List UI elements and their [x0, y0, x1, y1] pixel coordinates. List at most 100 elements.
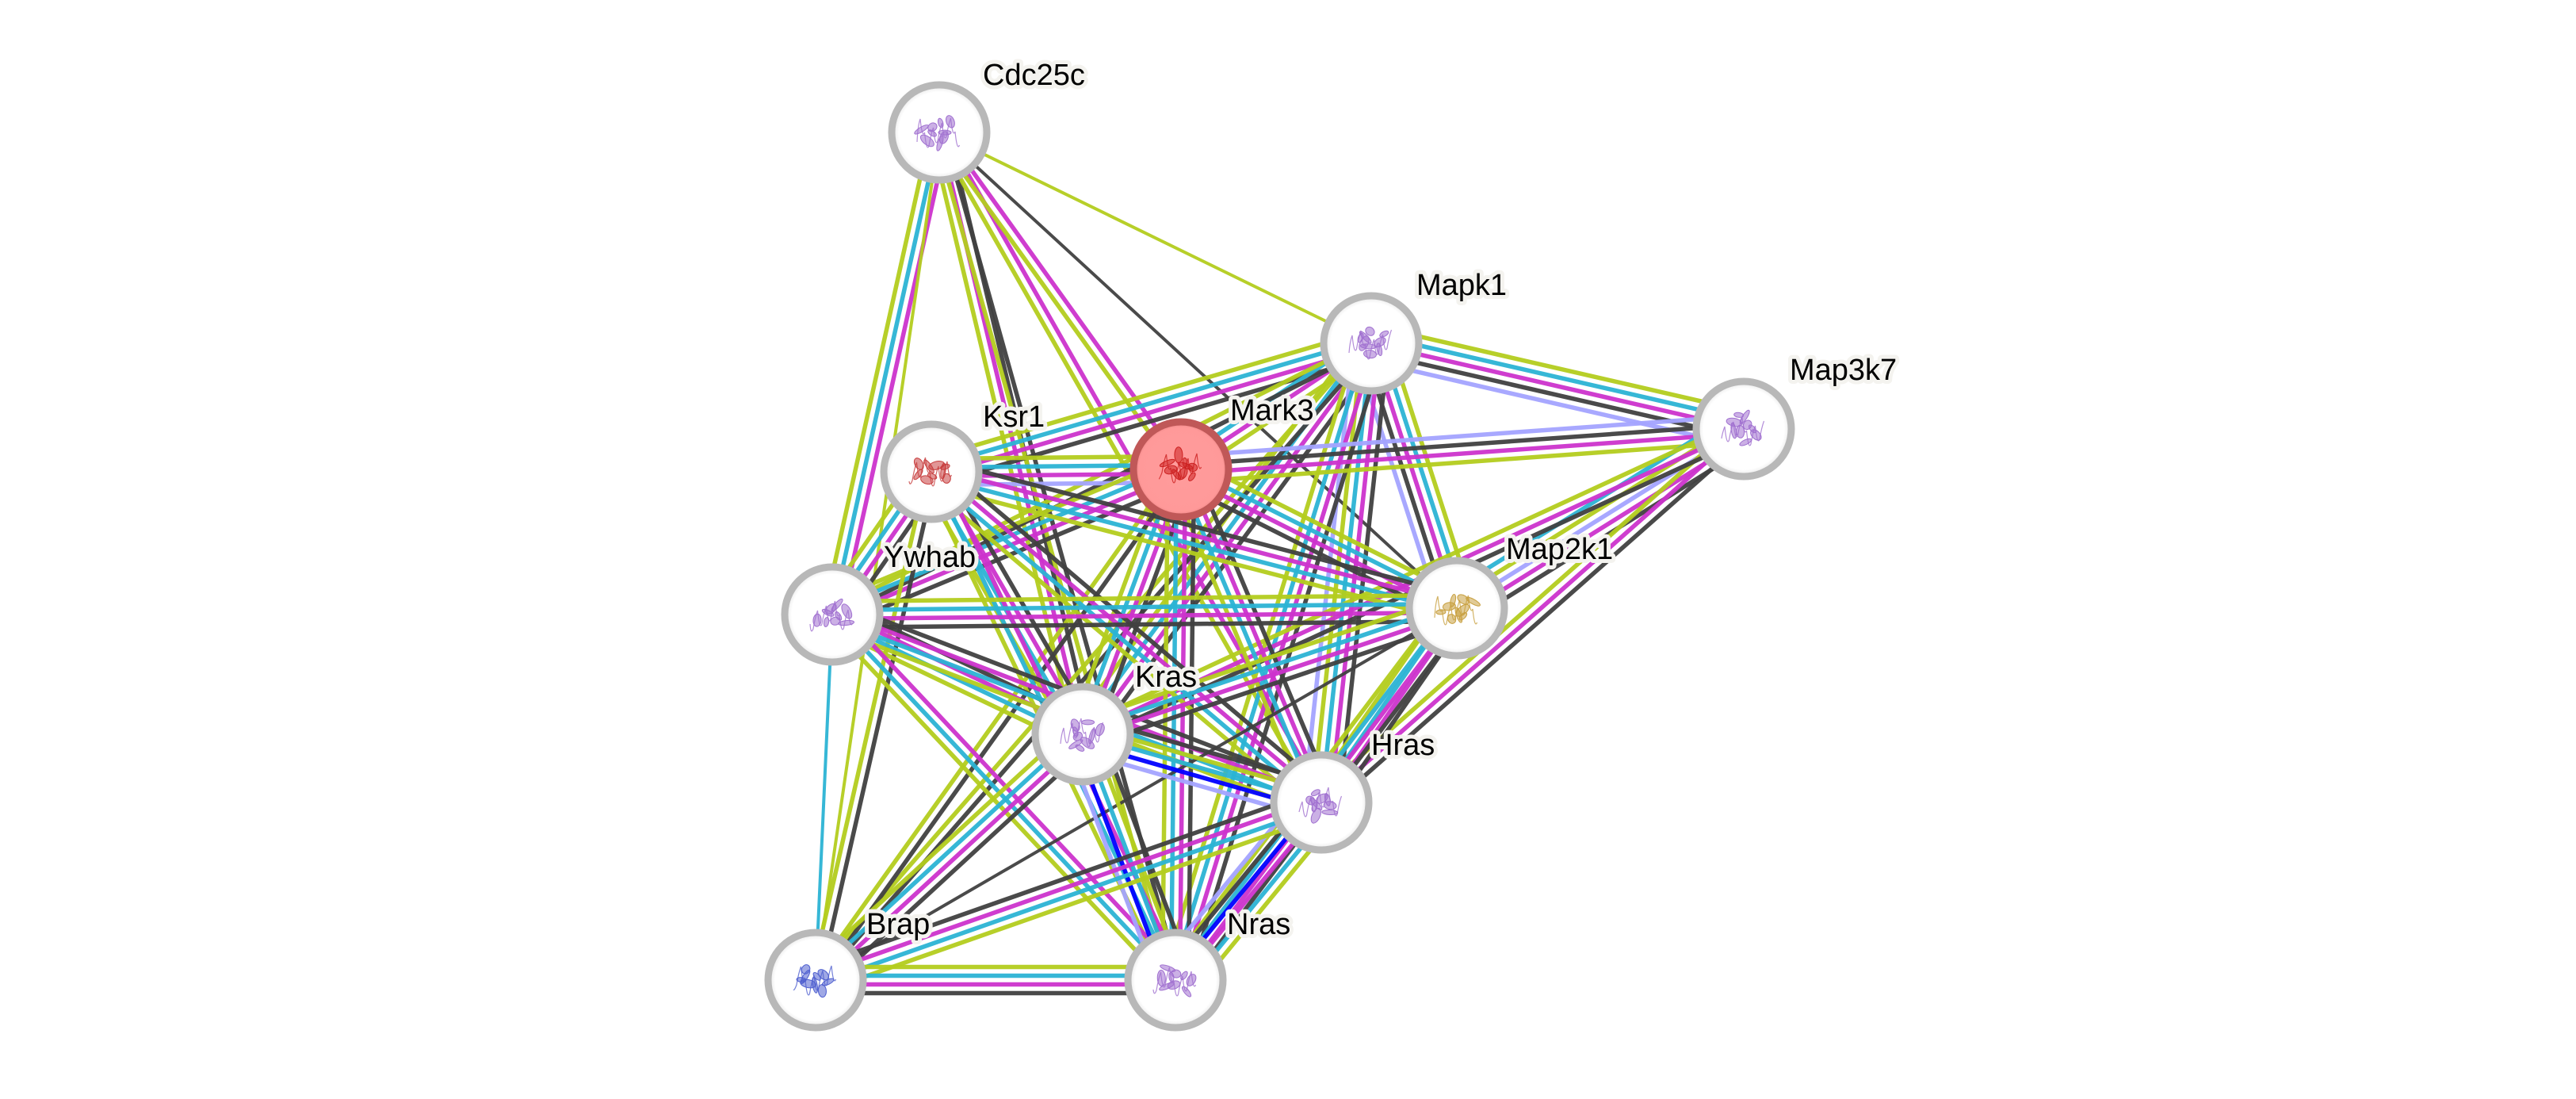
edge-hras-brap[interactable] — [810, 787, 1327, 995]
edge-ksr1-brap[interactable] — [808, 470, 938, 982]
node-ywhab[interactable] — [781, 563, 884, 666]
edge-evidence-experiments — [1083, 610, 1459, 741]
edge-ksr1-hras[interactable] — [921, 460, 1332, 814]
node-nras[interactable] — [1124, 929, 1227, 1032]
edge-cdc25c-mapk1[interactable] — [938, 131, 1372, 345]
node-label-nras: Nras — [1227, 908, 1290, 941]
edge-evidence-databases — [927, 473, 1320, 808]
protein-structure-icon — [1158, 446, 1202, 484]
edge-evidence-coexpression — [934, 457, 1461, 598]
edge-evidence-textmining — [810, 339, 1370, 979]
edge-evidence-databases — [830, 132, 942, 615]
node-map2k1[interactable] — [1405, 557, 1508, 660]
edge-evidence-experiments — [813, 796, 1321, 978]
protein-structure-icon — [914, 115, 961, 151]
edge-evidence-coexpression — [1191, 463, 1336, 798]
edge-evidence-textmining — [927, 328, 1369, 461]
edge-evidence-textmining — [1181, 439, 1745, 485]
node-hras[interactable] — [1270, 751, 1373, 854]
node-brap[interactable] — [764, 929, 867, 1032]
edge-evidence-experiments — [1084, 344, 1377, 738]
edge-map3k7-mark3[interactable] — [1179, 413, 1745, 485]
edge-evidence-textmining — [810, 465, 1179, 979]
protein-structure-icon — [809, 598, 855, 632]
edge-evidence-databases — [1080, 602, 1457, 733]
edge-mark3-brap[interactable] — [810, 465, 1187, 984]
edge-mapk1-map3k7[interactable] — [1366, 324, 1749, 449]
edge-evidence-experiments — [931, 465, 1459, 607]
edge-evidence-databases — [1169, 341, 1370, 980]
edge-evidence-textmining — [1077, 593, 1454, 724]
edge-evidence-textmining — [819, 812, 1327, 995]
edge-evidence-coexpression — [938, 460, 1332, 795]
edge-evidence-coexpression — [1368, 350, 1743, 440]
edge-evidence-textmining — [824, 618, 1171, 988]
edge-evidence-databases — [816, 804, 1324, 986]
edge-evidence-coexpression — [1180, 422, 1744, 468]
edge-evidence-experiments — [839, 133, 950, 617]
edge-evidence-experiments — [1181, 431, 1745, 477]
node-circle[interactable] — [1320, 292, 1423, 395]
edge-ywhab-map2k1[interactable] — [831, 592, 1458, 630]
edge-map2k1-brap[interactable] — [814, 607, 1458, 982]
edge-brap-nras[interactable] — [816, 964, 1175, 996]
edge-evidence-textmining — [826, 455, 1177, 605]
node-label-brap: Brap — [866, 908, 930, 941]
node-label-hras: Hras — [1371, 729, 1435, 762]
protein-structure-icon — [793, 964, 837, 998]
edge-evidence-experiments — [833, 471, 1184, 621]
edge-evidence-coexpression — [817, 470, 1187, 984]
edge-evidence-textmining — [821, 130, 933, 614]
node-label-cdc25c: Cdc25c — [983, 59, 1085, 92]
edge-ywhab-nras[interactable] — [824, 607, 1184, 988]
node-map3k7[interactable] — [1692, 377, 1795, 481]
edge-evidence-coexpression — [810, 787, 1318, 971]
edge-evidence-databases — [929, 337, 1371, 470]
protein-structure-icon — [1434, 594, 1481, 626]
node-mapk1[interactable] — [1320, 292, 1423, 395]
node-cdc25c[interactable] — [888, 81, 991, 184]
edge-evidence-databases — [830, 613, 1178, 982]
node-label-ksr1: Ksr1 — [983, 400, 1045, 434]
edge-evidence-textmining — [808, 470, 930, 980]
protein-structure-icon — [908, 457, 953, 487]
node-circle[interactable] — [1031, 683, 1134, 786]
protein-structure-icon — [1298, 787, 1343, 824]
edge-evidence-homology — [1179, 413, 1744, 459]
node-circle[interactable] — [1124, 929, 1227, 1032]
edge-evidence-experiments — [932, 466, 1326, 801]
edge-evidence-experiments — [837, 607, 1184, 976]
node-label-ywhab: Ywhab — [884, 541, 976, 574]
edge-evidence-textmining — [805, 722, 1076, 972]
edge-evidence-experiments — [832, 610, 1458, 622]
edge-evidence-coexpression — [814, 607, 1458, 982]
edge-evidence-textmining — [831, 592, 1457, 604]
edge-evidence-experiments — [1178, 471, 1456, 615]
protein-structure-icon — [1721, 409, 1765, 446]
edge-evidence-coexpression — [832, 618, 1458, 630]
edge-ywhab-brap[interactable] — [814, 614, 834, 981]
nodes-layer — [764, 81, 1795, 1032]
edge-evidence-textmining — [1374, 324, 1749, 415]
edge-evidence-databases — [929, 473, 1457, 615]
node-label-kras: Kras — [1135, 661, 1197, 694]
edge-map2k1-kras[interactable] — [1077, 593, 1462, 749]
node-label-map2k1: Map2k1 — [1506, 533, 1613, 566]
edge-evidence-experiments — [1183, 466, 1328, 802]
edge-evidence-homology — [1366, 358, 1741, 449]
edge-evidence-experiments — [1177, 469, 1188, 981]
node-mark3[interactable] — [1129, 418, 1233, 521]
edge-evidence-experiments — [816, 736, 1087, 986]
edge-evidence-experiments — [931, 345, 1374, 478]
edge-cdc25c-ywhab[interactable] — [821, 130, 950, 617]
node-label-mark3: Mark3 — [1230, 394, 1314, 427]
node-ksr1[interactable] — [880, 420, 983, 523]
edge-evidence-coexpression — [1325, 434, 1752, 811]
node-kras[interactable] — [1031, 683, 1134, 786]
edge-evidence-databases — [811, 729, 1082, 978]
edge-evidence-experiments — [1370, 341, 1745, 431]
edge-evidence-textmining — [1186, 455, 1464, 599]
edge-evidence-coexpression — [817, 472, 938, 982]
